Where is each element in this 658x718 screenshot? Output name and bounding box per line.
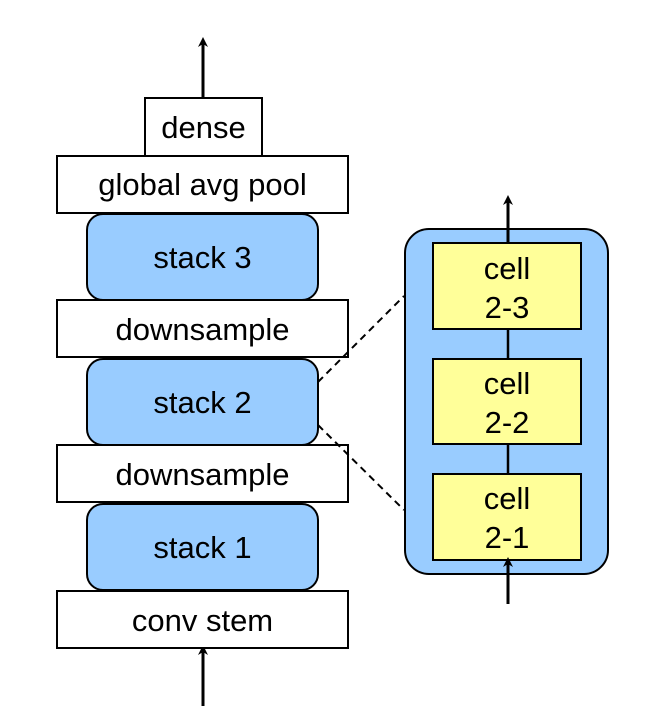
cell-2-2-block: cell 2-2 bbox=[432, 358, 582, 445]
cell-2-3-block: cell 2-3 bbox=[432, 242, 582, 330]
downsample-bottom-block: downsample bbox=[56, 444, 349, 503]
stack-2-label: stack 2 bbox=[153, 385, 251, 420]
cell-2-3-label-line1: cell bbox=[484, 251, 531, 286]
stack-3-label: stack 3 bbox=[153, 240, 251, 275]
zoom-connector-bottom bbox=[317, 424, 405, 511]
zoom-connector-top bbox=[317, 295, 405, 383]
stack-3-block: stack 3 bbox=[86, 213, 319, 301]
cell-2-2-label-line2: 2-2 bbox=[485, 405, 530, 440]
global-avg-pool-block: global avg pool bbox=[56, 155, 349, 214]
cell-2-1-label-line1: cell bbox=[484, 481, 531, 516]
downsample-top-label: downsample bbox=[115, 312, 289, 347]
stack-1-label: stack 1 bbox=[153, 530, 251, 565]
conv-stem-label: conv stem bbox=[132, 603, 273, 638]
cell-2-1-label-line2: 2-1 bbox=[485, 520, 530, 555]
cell-2-1-block: cell 2-1 bbox=[432, 473, 582, 561]
global-avg-pool-label: global avg pool bbox=[98, 167, 307, 202]
stack-1-block: stack 1 bbox=[86, 503, 319, 591]
dense-label: dense bbox=[161, 110, 245, 145]
stack-2-block: stack 2 bbox=[86, 358, 319, 446]
cell-2-3-label-line2: 2-3 bbox=[485, 290, 530, 325]
downsample-bottom-label: downsample bbox=[115, 457, 289, 492]
downsample-top-block: downsample bbox=[56, 299, 349, 358]
conv-stem-block: conv stem bbox=[56, 590, 349, 649]
dense-block: dense bbox=[144, 97, 263, 157]
cell-2-2-label-line1: cell bbox=[484, 366, 531, 401]
stack-2-detail: cell 2-3 cell 2-2 cell 2-1 bbox=[404, 195, 609, 604]
